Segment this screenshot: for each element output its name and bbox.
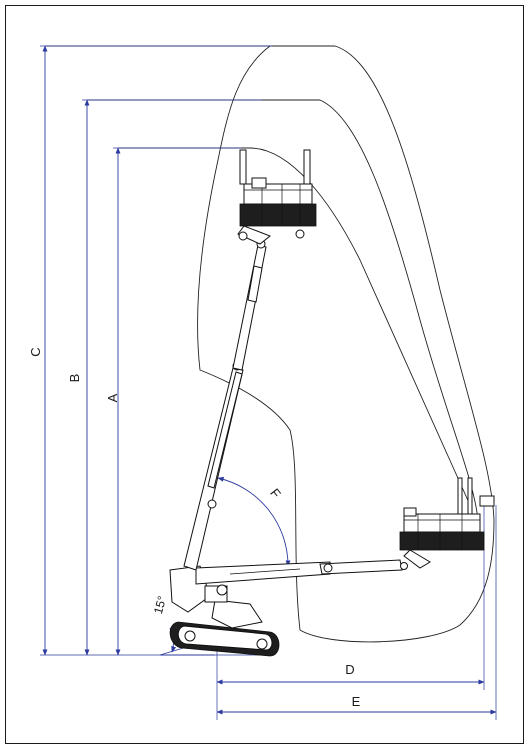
angle-f-arc bbox=[217, 476, 291, 567]
crawler-base bbox=[169, 565, 280, 657]
horizontal-boom bbox=[195, 559, 408, 585]
label-a: A bbox=[105, 393, 120, 402]
working-envelope bbox=[45, 45, 495, 643]
lower-basket bbox=[399, 477, 495, 569]
horizontal-dimensions bbox=[216, 679, 497, 715]
label-b: B bbox=[67, 374, 82, 383]
vertical-dimensions bbox=[42, 45, 121, 656]
upper-basket bbox=[237, 149, 317, 245]
extension-lines bbox=[40, 45, 497, 720]
envelope-outer bbox=[45, 45, 495, 643]
label-f: F bbox=[267, 485, 284, 501]
label-c: C bbox=[28, 347, 43, 356]
drawing-frame bbox=[5, 5, 524, 744]
envelope-middle bbox=[87, 99, 479, 521]
label-angle-15: 15° bbox=[151, 594, 169, 615]
label-e: E bbox=[352, 694, 361, 709]
raised-boom bbox=[183, 239, 267, 571]
envelope-inner bbox=[118, 147, 471, 506]
label-d: D bbox=[345, 662, 354, 677]
